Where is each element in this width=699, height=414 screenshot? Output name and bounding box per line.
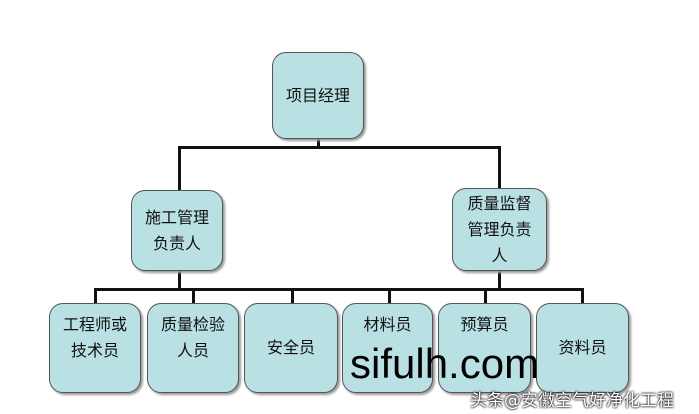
connector — [178, 270, 181, 290]
node-label: 质量监督管理负责人 — [467, 193, 532, 265]
watermark: sifulh.com — [350, 340, 540, 387]
node-project-manager: 项目经理 — [272, 52, 364, 139]
node-quality-inspector: 质量检验人员 — [147, 303, 239, 393]
credit-watermark: 头条@安徽空气好净化工程 — [470, 391, 674, 411]
node-label: 工程师或技术员 — [62, 315, 127, 360]
node-quality-supervisor: 质量监督管理负责人 — [452, 188, 547, 271]
connector — [498, 270, 501, 290]
node-label: 安全员 — [266, 338, 315, 357]
node-label: 材料员 — [363, 315, 412, 334]
node-label: 施工管理负责人 — [144, 207, 209, 253]
connector — [388, 288, 391, 304]
node-label: 项目经理 — [285, 85, 350, 105]
node-document-officer: 资料员 — [536, 303, 629, 393]
connector — [498, 146, 501, 188]
node-safety-officer: 安全员 — [244, 303, 338, 393]
connector — [94, 288, 97, 304]
node-materials-officer: 材料员 — [342, 303, 433, 393]
connector — [178, 146, 181, 190]
node-construction-manager: 施工管理负责人 — [131, 190, 223, 271]
connector — [291, 288, 294, 304]
node-label: 预算员 — [460, 315, 509, 334]
connector — [317, 138, 320, 148]
connector — [192, 288, 195, 304]
connector — [484, 288, 487, 304]
node-budget-officer: 预算员 — [438, 303, 531, 393]
node-label: 质量检验人员 — [160, 315, 225, 360]
connector — [581, 288, 584, 304]
connector — [94, 288, 584, 291]
connector — [178, 146, 501, 149]
node-label: 资料员 — [558, 338, 607, 357]
node-engineer: 工程师或技术员 — [49, 303, 141, 393]
